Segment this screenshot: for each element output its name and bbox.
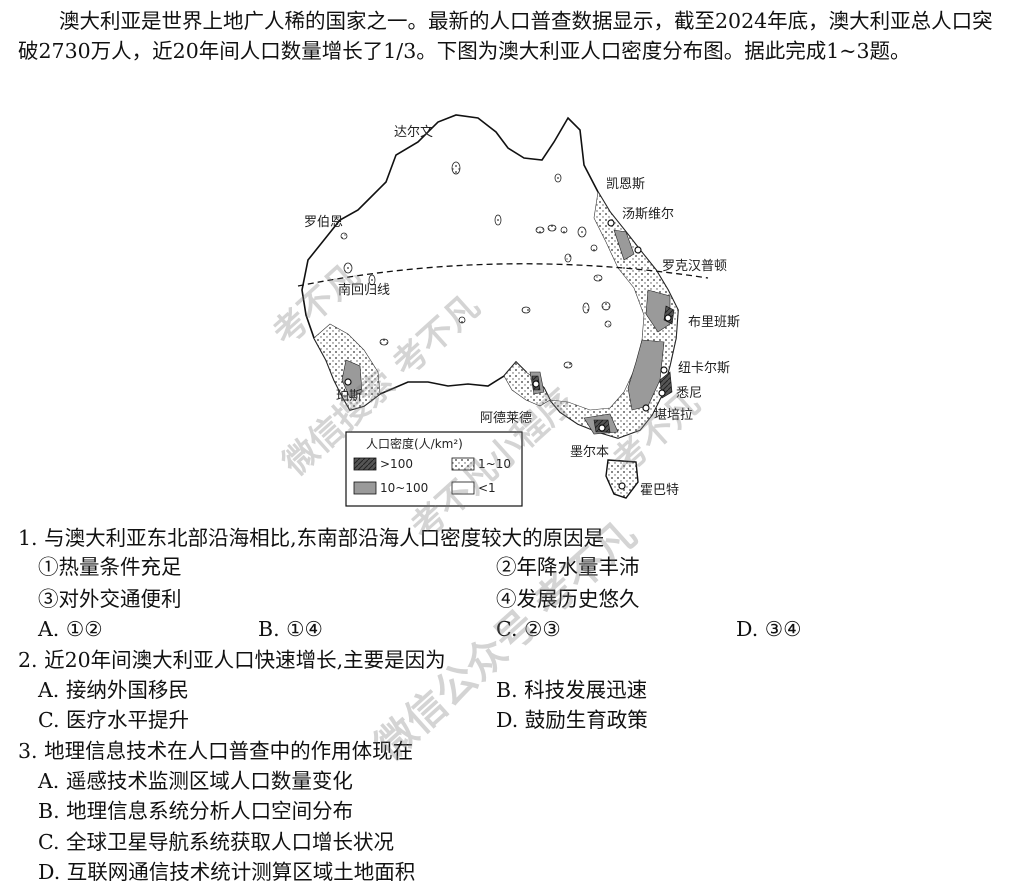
label-darwin: 达尔文 — [394, 125, 433, 140]
legend-item-medium: 10~100 — [380, 481, 428, 495]
label-tropic: 南回归线 — [338, 282, 390, 298]
southeast-grey — [627, 339, 665, 411]
label-cairns: 凯恩斯 — [606, 177, 645, 192]
q1-statement-3: ③对外交通便利 — [38, 587, 182, 611]
legend-swatch-sparse — [451, 457, 475, 471]
east-grey — [645, 289, 671, 333]
intro-paragraph: 澳大利亚是世界上地广人稀的国家之一。最新的人口普查数据显示，截至2024年底，澳… — [18, 9, 993, 63]
q2-option-d[interactable]: D. 鼓励生育政策 — [496, 708, 648, 732]
q3-option-a[interactable]: A. 遥感技术监测区域人口数量变化 — [38, 769, 353, 793]
q1-option-a[interactable]: A. ①② — [38, 617, 103, 641]
q1-option-d[interactable]: D. ③④ — [736, 617, 802, 641]
label-melbourne: 墨尔本 — [570, 445, 609, 460]
city-dots — [344, 219, 672, 490]
question-2-stem: 2. 近20年间澳大利亚人口快速增长,主要是因为 — [18, 648, 446, 672]
q3-option-c[interactable]: C. 全球卫星导航系统获取人口增长状况 — [38, 830, 394, 854]
map-legend: 人口密度(人/km²) >100 1~10 10~100 <1 — [345, 431, 523, 507]
label-adelaide: 阿德莱德 — [480, 411, 532, 426]
australia-map-svg: 达尔文 凯恩斯 汤斯维尔 罗伯恩 罗克汉普顿 南回归线 布里班斯 纽卡尔斯 悉尼… — [297, 114, 740, 507]
q2-option-a[interactable]: A. 接纳外国移民 — [38, 678, 189, 702]
south-dots — [503, 361, 551, 407]
q2-option-b[interactable]: B. 科技发展迅速 — [496, 678, 648, 702]
q3-option-b[interactable]: B. 地理信息系统分析人口空间分布 — [38, 799, 354, 823]
q2-option-c[interactable]: C. 医疗水平提升 — [38, 708, 189, 732]
legend-item-empty: <1 — [478, 481, 496, 495]
q1-option-b[interactable]: B. ①④ — [258, 617, 323, 641]
label-broome: 罗伯恩 — [304, 215, 343, 230]
q3-option-d[interactable]: D. 互联网通信技术统计测算区域土地面积 — [38, 860, 416, 884]
legend-item-dense: >100 — [380, 457, 413, 471]
q1-statement-1: ①热量条件充足 — [38, 555, 182, 579]
label-rockhampton: 罗克汉普顿 — [662, 259, 727, 274]
population-density-map: 达尔文 凯恩斯 汤斯维尔 罗伯恩 罗克汉普顿 南回归线 布里班斯 纽卡尔斯 悉尼… — [268, 110, 768, 510]
legend-swatch-dense — [353, 457, 377, 471]
q1-statement-4: ④发展历史悠久 — [496, 587, 640, 611]
legend-item-sparse: 1~10 — [478, 457, 511, 471]
label-townsville: 汤斯维尔 — [622, 207, 674, 222]
question-1-stem: 1. 与澳大利亚东北部沿海相比,东南部沿海人口密度较大的原因是 — [18, 526, 605, 550]
queensland-grey — [613, 229, 635, 261]
q1-option-c[interactable]: C. ②③ — [496, 617, 561, 641]
tasmania-outline — [605, 459, 639, 499]
label-hobart: 霍巴特 — [640, 483, 679, 498]
legend-swatch-empty — [451, 481, 475, 495]
label-brisbane: 布里班斯 — [688, 315, 740, 330]
tropic-of-capricorn-line — [297, 263, 709, 287]
label-canberra: 堪培拉 — [654, 407, 693, 423]
perth-grey — [341, 359, 363, 399]
label-newcastle: 纽卡尔斯 — [678, 361, 730, 376]
legend-title: 人口密度(人/km²) — [366, 436, 463, 451]
question-3-stem: 3. 地理信息技术在人口普查中的作用体现在 — [18, 739, 414, 763]
legend-swatch-medium — [353, 481, 377, 495]
q1-statement-2: ②年降水量丰沛 — [496, 555, 640, 579]
label-sydney: 悉尼 — [676, 386, 702, 401]
settlement-markers — [340, 161, 612, 369]
label-perth: 珀斯 — [336, 389, 362, 404]
